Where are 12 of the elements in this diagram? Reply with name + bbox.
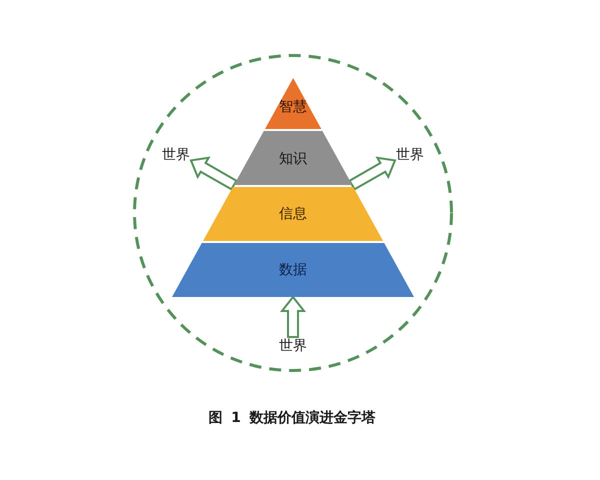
- pyramid-layer: 数据: [172, 243, 414, 297]
- arrow: [280, 295, 306, 338]
- arrow: [190, 156, 238, 191]
- text-label: 世界: [395, 146, 425, 164]
- pyramid-layer: 信息: [202, 187, 384, 241]
- pyramid-layer: 智慧: [264, 78, 322, 129]
- pyramid-layer: 知识: [234, 131, 352, 185]
- dashed-circle: [133, 54, 453, 372]
- text-label: 世界: [161, 146, 191, 164]
- figure-caption: 图 1 数据价值演进金字塔: [208, 409, 376, 427]
- arrow: [348, 156, 396, 191]
- text-label: 世界: [278, 337, 308, 355]
